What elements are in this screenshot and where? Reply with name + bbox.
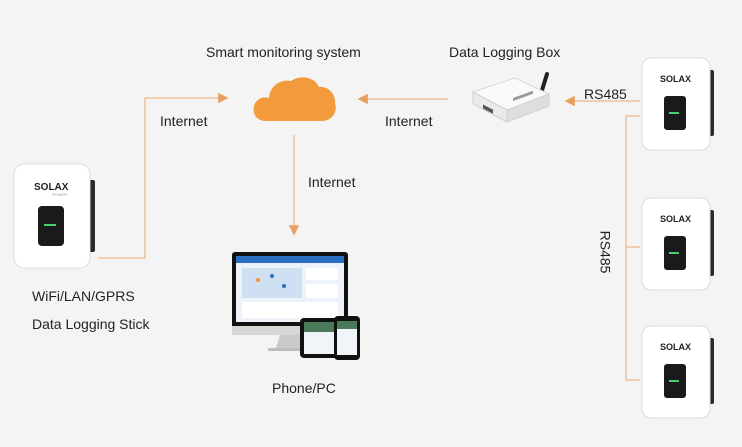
inverter-top-device: SOLAX [640,56,716,152]
stick-to-cloud-line [98,92,229,259]
internet-right-label: Internet [385,113,433,129]
cloud-icon [253,77,336,121]
solax-logo: SOLAX [660,214,691,224]
rs485-bus-line [625,115,640,381]
inverter-bottom-device: SOLAX [640,324,716,420]
internet-left-label: Internet [160,113,208,129]
solax-logo: SOLAX [660,74,691,84]
wifi-lan-gprs-label: WiFi/LAN/GPRS [32,288,135,304]
phone-pc-devices [232,252,360,360]
smart-monitoring-label: Smart monitoring system [206,44,361,60]
data-logging-box-device [471,72,551,123]
left-inverter-device: SOLAX POWER [12,162,98,270]
phone-pc-label: Phone/PC [272,380,336,396]
data-logging-box-label: Data Logging Box [449,44,561,60]
solax-sub-logo: POWER [52,192,67,197]
solax-logo: SOLAX [660,342,691,352]
rs485-top-label: RS485 [584,86,627,102]
inverter-middle-device: SOLAX [640,196,716,292]
solax-logo: SOLAX [34,182,69,193]
rs485-vertical-label: RS485 [597,230,614,274]
internet-down-label: Internet [308,174,356,190]
data-logging-stick-label: Data Logging Stick [32,316,150,332]
